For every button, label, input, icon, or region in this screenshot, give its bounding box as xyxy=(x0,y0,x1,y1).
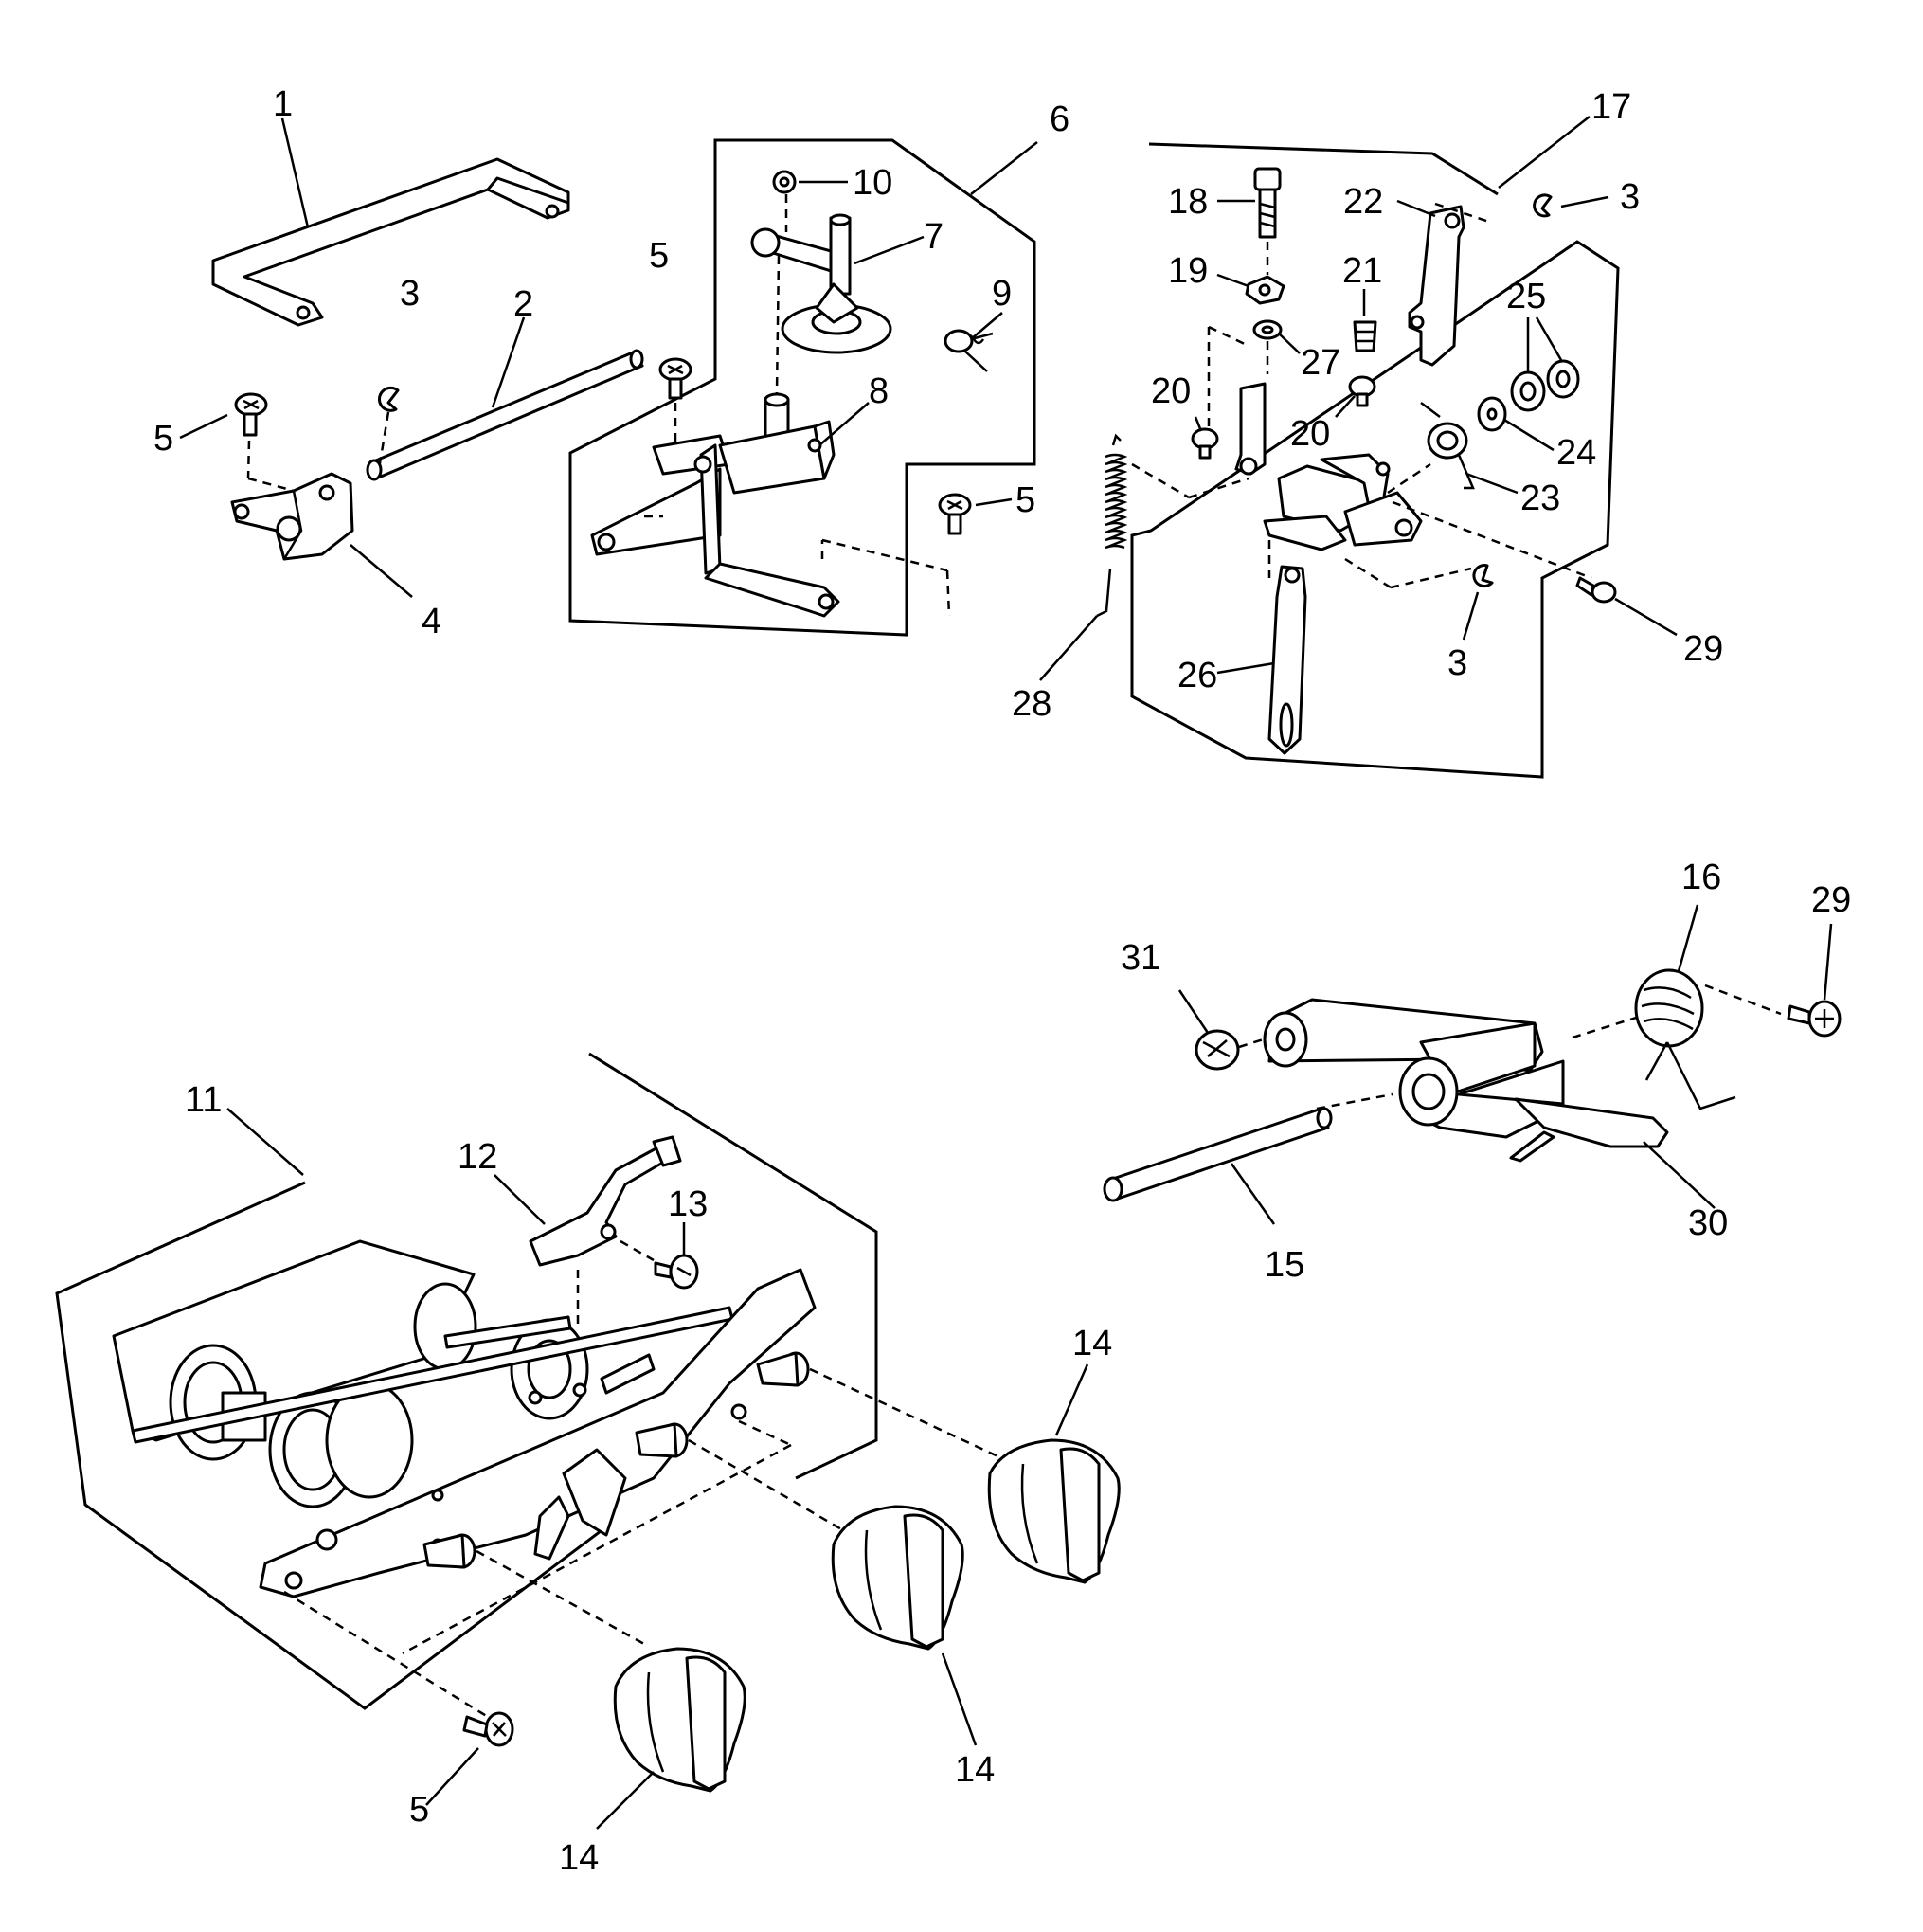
callout-14: 14 xyxy=(559,1838,599,1878)
part-28-spring-icon xyxy=(1096,433,1128,618)
callout-18: 18 xyxy=(1168,182,1208,222)
callout-27: 27 xyxy=(1301,343,1340,383)
callout-22: 22 xyxy=(1343,182,1383,222)
part-25-washer-icon xyxy=(1510,359,1580,412)
callout-14: 14 xyxy=(1072,1324,1112,1363)
leader-line xyxy=(491,316,526,408)
callout-20: 20 xyxy=(1151,371,1191,411)
part-14-knob-icon xyxy=(613,1647,746,1793)
part-5-screw-icon xyxy=(658,357,692,400)
callout-12: 12 xyxy=(458,1137,497,1177)
part-5-screw-icon xyxy=(462,1711,514,1747)
callout-29: 29 xyxy=(1811,880,1851,920)
part-11-group-frame xyxy=(55,1052,878,1710)
part-24-washer-icon xyxy=(1477,396,1507,432)
callout-10: 10 xyxy=(853,163,892,203)
part-6-group-frame xyxy=(568,138,1036,637)
callout-20: 20 xyxy=(1290,414,1330,454)
part-4-bracket xyxy=(230,472,354,561)
callout-19: 19 xyxy=(1168,251,1208,291)
callout-3: 3 xyxy=(1620,177,1640,217)
callout-5: 5 xyxy=(649,236,669,276)
part-18-bolt-icon xyxy=(1253,167,1282,239)
part-27-washer-icon xyxy=(1252,319,1283,340)
callout-21: 21 xyxy=(1342,251,1382,291)
callout-28: 28 xyxy=(1012,684,1051,724)
part-14-knob-icon xyxy=(987,1438,1121,1584)
callout-9: 9 xyxy=(992,274,1012,314)
part-3-e-ring-icon xyxy=(1472,564,1494,588)
part-26-link xyxy=(1267,565,1307,755)
part-17-group-frame xyxy=(1130,142,1620,779)
callout-13: 13 xyxy=(668,1184,708,1224)
part-2-shaft xyxy=(366,349,644,481)
part-21-pin-icon xyxy=(1353,320,1377,352)
callout-5: 5 xyxy=(409,1790,429,1830)
part-20-screw-icon xyxy=(1348,375,1376,407)
part-3-e-ring-icon xyxy=(1533,193,1553,218)
callout-31: 31 xyxy=(1121,938,1160,978)
callout-7: 7 xyxy=(924,217,944,257)
callout-3: 3 xyxy=(400,274,420,314)
part-31-e-ring-icon xyxy=(1195,1029,1240,1071)
callout-15: 15 xyxy=(1265,1245,1304,1285)
part-15-shaft xyxy=(1103,1107,1333,1202)
callout-23: 23 xyxy=(1520,478,1560,518)
callout-1: 1 xyxy=(273,84,293,124)
part-22-lever xyxy=(1408,205,1465,367)
callout-11: 11 xyxy=(185,1080,222,1120)
callout-2: 2 xyxy=(513,284,533,324)
part-12-lever xyxy=(529,1135,682,1267)
callout-24: 24 xyxy=(1556,433,1596,473)
callout-29: 29 xyxy=(1683,629,1723,669)
part-5-screw-icon xyxy=(938,493,972,535)
callout-6: 6 xyxy=(1050,99,1069,139)
callout-26: 26 xyxy=(1177,656,1217,695)
callout-25: 25 xyxy=(1506,277,1546,316)
part-23-spring-icon xyxy=(1420,402,1475,490)
part-17-lever-block xyxy=(1234,382,1423,551)
callout-16: 16 xyxy=(1681,858,1721,897)
part-11-mechanism xyxy=(112,1239,817,1598)
part-29-screw-icon xyxy=(1787,1000,1842,1038)
part-3-e-ring-icon xyxy=(378,386,400,412)
part-30-arm xyxy=(1263,998,1669,1163)
callout-30: 30 xyxy=(1688,1203,1728,1243)
part-13-screw-icon xyxy=(654,1254,699,1290)
part-5-screw-icon xyxy=(234,392,268,437)
callout-3: 3 xyxy=(1447,643,1467,683)
callout-labels: 1 2 3 4 5 5 5 5 6 7 8 9 10 11 12 13 14 1… xyxy=(153,84,1851,1878)
part-14-knob-icon xyxy=(831,1505,964,1651)
part-20-screw-icon xyxy=(1191,427,1219,460)
leader-line xyxy=(280,117,310,228)
callout-14: 14 xyxy=(955,1750,995,1790)
callout-8: 8 xyxy=(869,371,889,411)
part-16-spring-icon xyxy=(1634,968,1736,1110)
part-19-nut-icon xyxy=(1245,275,1285,305)
callout-4: 4 xyxy=(422,602,441,641)
callout-17: 17 xyxy=(1591,87,1631,127)
part-8-lever xyxy=(590,392,840,618)
callout-5: 5 xyxy=(153,419,173,459)
part-29-screw-icon xyxy=(1575,576,1617,604)
part-9-spring-icon xyxy=(944,329,994,372)
part-1-bracket xyxy=(211,157,570,327)
part-10-e-ring-icon xyxy=(772,170,797,194)
callout-5: 5 xyxy=(1015,480,1035,520)
part-7-crank xyxy=(750,213,892,354)
